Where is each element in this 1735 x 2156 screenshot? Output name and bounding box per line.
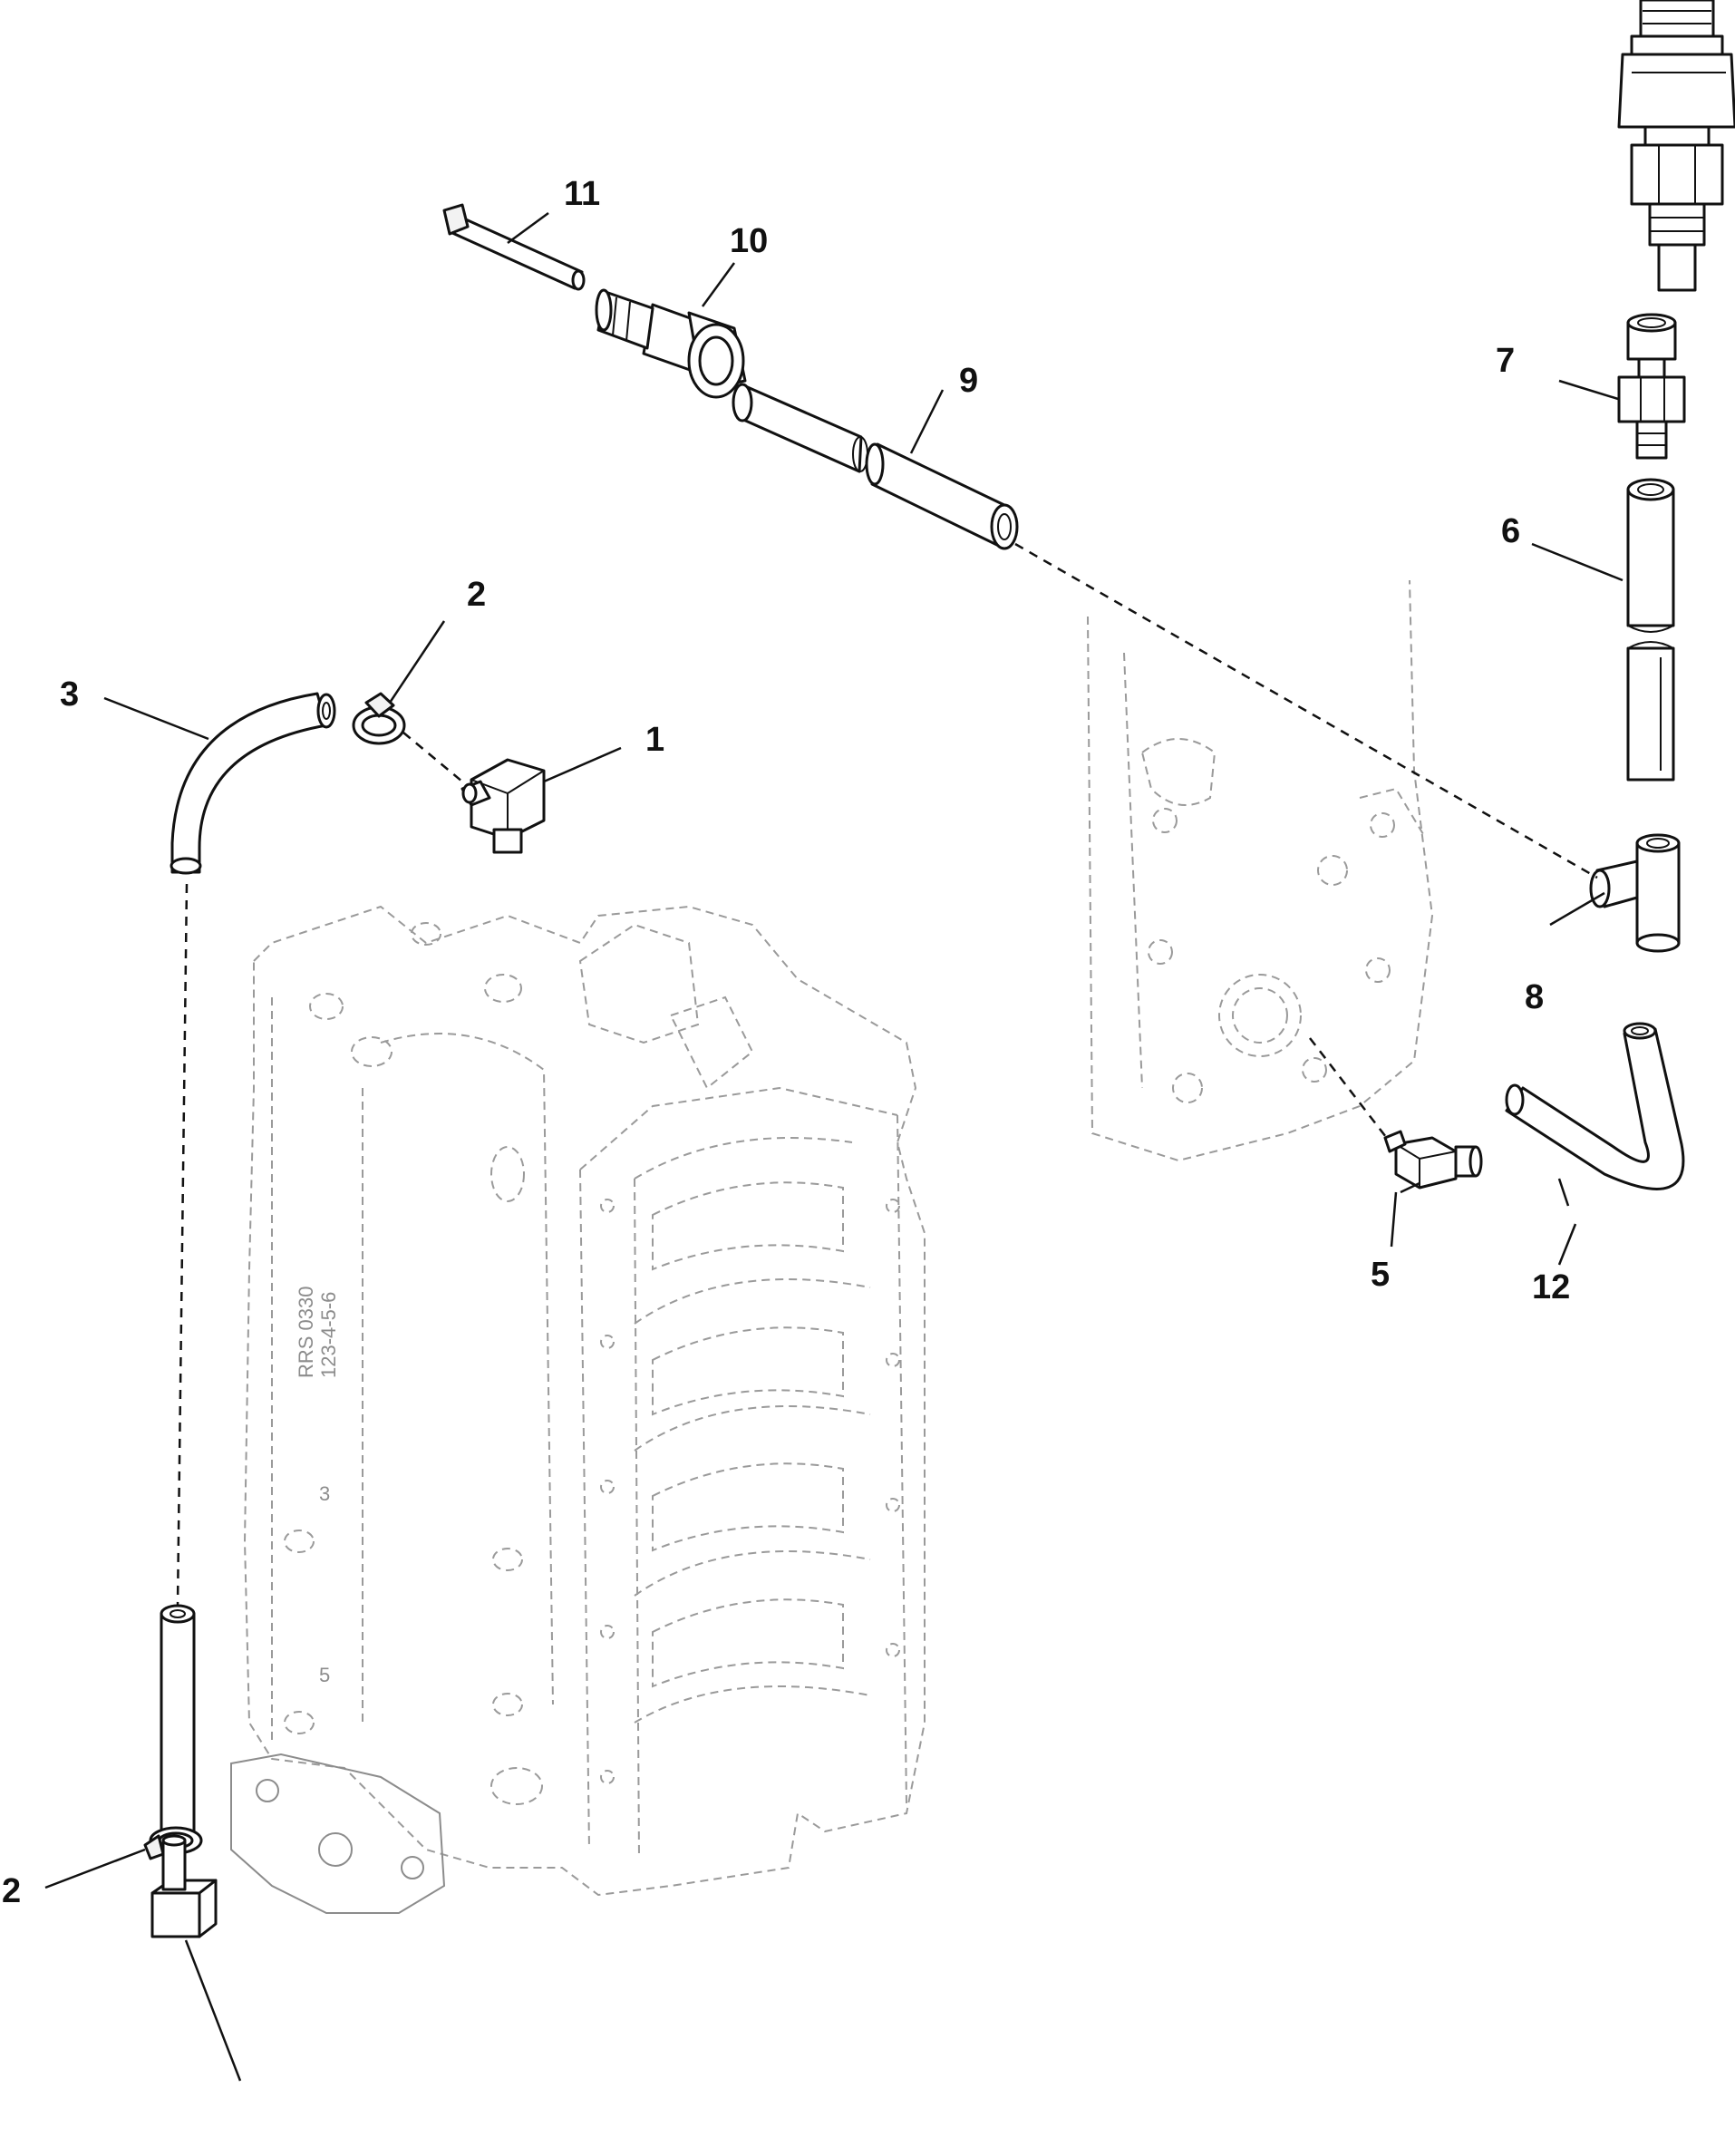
callout-7: 7 <box>1496 342 1515 380</box>
hose-6 <box>1626 478 1675 782</box>
callout-9: 9 <box>959 362 978 400</box>
callout-11: 11 <box>564 175 600 213</box>
sensor <box>1617 0 1735 292</box>
callout-1: 1 <box>645 721 664 759</box>
clamp-2-upper <box>352 692 406 745</box>
cover-plate <box>230 1753 446 1914</box>
callout-3: 3 <box>60 675 79 714</box>
hose-3 <box>170 692 336 875</box>
tee-fitting-8 <box>1589 833 1681 953</box>
callout-10: 10 <box>730 222 768 260</box>
hose-12 <box>1505 1022 1685 1190</box>
fitting-5 <box>1383 1130 1483 1190</box>
callout-8: 8 <box>1525 978 1544 1016</box>
callout-labels: 1 2 2 3 5 6 7 8 9 10 11 12 <box>2 175 1570 1910</box>
engine-block: RRS 0330 123-4-5-6 3 5 <box>243 905 926 1897</box>
callout-12: 12 <box>1532 1268 1570 1306</box>
hose-3-lower <box>160 1604 196 1833</box>
callout-2-upper: 2 <box>467 576 486 614</box>
block-marking-3: 3 <box>319 1482 330 1505</box>
fitting-10 <box>595 288 747 399</box>
pin-11 <box>442 203 586 291</box>
assembly-lines <box>176 542 1598 1606</box>
callout-2-lower: 2 <box>2 1872 21 1910</box>
callout-5: 5 <box>1371 1256 1390 1294</box>
block-marking-5: 5 <box>319 1664 330 1686</box>
fitting-1 <box>460 758 546 854</box>
svg-text:RRS 0330: RRS 0330 <box>295 1286 317 1378</box>
leader-lines <box>44 211 1624 2082</box>
callout-6: 6 <box>1501 512 1520 550</box>
svg-text:123-4-5-6: 123-4-5-6 <box>317 1292 340 1378</box>
fitting-7 <box>1617 313 1686 460</box>
hose-9 <box>732 383 1019 550</box>
elbow-fitting-lower <box>150 1834 218 1938</box>
side-housing <box>1087 579 1434 1162</box>
